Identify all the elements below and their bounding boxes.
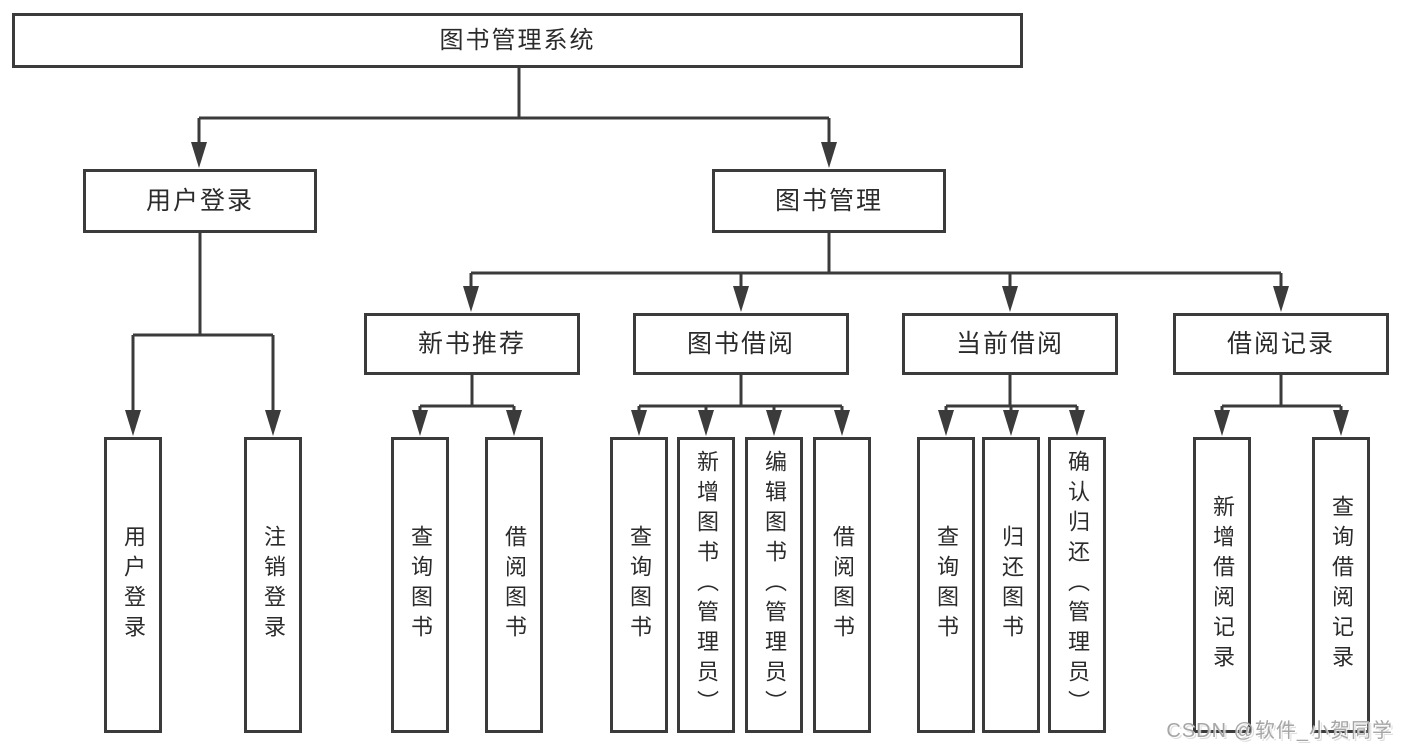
leaf-logout: 注销登录	[244, 437, 302, 733]
node-current-borrow: 当前借阅	[902, 313, 1118, 375]
csdn-watermark: CSDN @软件_小贺同学	[1166, 720, 1393, 742]
arrowhead	[733, 286, 749, 312]
leaf-return-book: 归还图书	[982, 437, 1040, 733]
node-new-book-recommend: 新书推荐	[364, 313, 580, 375]
node-root-system: 图书管理系统	[12, 13, 1023, 68]
arrowhead	[766, 410, 782, 436]
connector-path	[133, 232, 273, 337]
arrowhead	[698, 410, 714, 436]
arrowhead	[265, 410, 281, 436]
connector-path	[199, 68, 829, 120]
leaf-query-borrow-record: 查询借阅记录	[1312, 437, 1370, 733]
arrowhead	[1069, 410, 1085, 436]
node-borrow-records: 借阅记录	[1173, 313, 1389, 375]
arrowhead	[463, 286, 479, 312]
arrowhead	[412, 410, 428, 436]
arrowhead	[506, 410, 522, 436]
connector-arrows	[125, 118, 1349, 436]
arrowhead	[821, 142, 837, 168]
arrowhead	[1214, 410, 1230, 436]
node-user-login: 用户登录	[83, 169, 317, 233]
connector-path	[471, 232, 1281, 275]
arrowhead	[631, 410, 647, 436]
arrowhead	[1003, 410, 1019, 436]
leaf-confirm-return-admin: 确认归还（管理员）	[1048, 437, 1106, 733]
leaf-query-book-current: 查询图书	[917, 437, 975, 733]
arrowhead	[1333, 410, 1349, 436]
connector-path	[1222, 374, 1341, 408]
leaf-query-book-recommend: 查询图书	[391, 437, 449, 733]
connector-path	[639, 374, 842, 408]
leaf-add-book-admin: 新增图书（管理员）	[677, 437, 735, 733]
leaf-add-borrow-record: 新增借阅记录	[1193, 437, 1251, 733]
arrowhead	[1273, 286, 1289, 312]
leaf-edit-book-admin: 编辑图书（管理员）	[745, 437, 803, 733]
node-book-management: 图书管理	[712, 169, 946, 233]
arrowhead	[125, 410, 141, 436]
arrowhead	[834, 410, 850, 436]
connector-elbows	[133, 68, 1341, 408]
leaf-query-book-borrow: 查询图书	[610, 437, 668, 733]
arrowhead	[938, 410, 954, 436]
leaf-user-login: 用户登录	[104, 437, 162, 733]
node-book-borrow: 图书借阅	[633, 313, 849, 375]
connector-path	[420, 374, 514, 408]
arrowhead	[1002, 286, 1018, 312]
connector-path	[946, 374, 1077, 408]
leaf-borrow-book-recommend: 借阅图书	[485, 437, 543, 733]
arrowhead	[191, 142, 207, 168]
leaf-borrow-book: 借阅图书	[813, 437, 871, 733]
